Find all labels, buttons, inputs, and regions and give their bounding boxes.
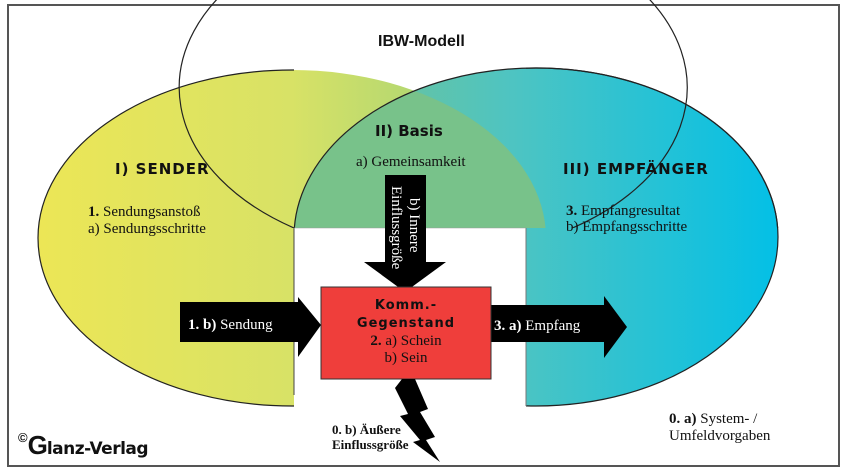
external-influence-lightning-icon	[395, 379, 440, 462]
sender-heading: I) SENDER	[115, 160, 210, 178]
copyright-symbol: ©	[18, 430, 28, 445]
sender-line2: a) Sendungsschritte	[88, 221, 206, 237]
receiver-line1: 3. Empfangresultat	[566, 203, 680, 220]
system-line1-text: System- /	[696, 411, 758, 427]
diagram-frame	[7, 4, 840, 467]
send-arrow-text: Sendung	[216, 317, 273, 333]
logo-text: lanz-Verlag	[46, 439, 149, 459]
center-line1-number: 2.	[370, 333, 382, 349]
publisher-logo: ©Glanz-Verlag	[18, 430, 149, 461]
center-heading-line2: Gegenstand	[356, 316, 456, 331]
center-heading-line1: Komm.-	[374, 298, 438, 313]
receive-arrow-text: Empfang	[521, 318, 581, 334]
receive-arrow-label: 3. a) Empfang	[494, 318, 580, 335]
center-line1: 2. a) Schein	[321, 333, 491, 350]
sender-line1-number: 1.	[88, 204, 100, 220]
basis-heading: II) Basis	[375, 122, 443, 140]
communication-object-box	[320, 286, 492, 380]
receiver-heading: III) EMPFÄNGER	[563, 160, 709, 178]
sender-line1: 1. Sendungsanstoß	[88, 204, 201, 221]
inner-influence-arrow	[364, 175, 446, 292]
system-line2: Umfeldvorgaben	[669, 428, 771, 444]
receiver-line1-number: 3.	[566, 203, 578, 219]
send-arrow-number: 1. b)	[188, 317, 217, 333]
sender-line1-text: Sendungsanstoß	[99, 204, 201, 220]
center-line1-text: a) Schein	[381, 333, 442, 349]
receiver-line2: b) Empfangsschritte	[566, 219, 688, 235]
receive-arrow-number: 3. a)	[494, 318, 522, 334]
basis-region	[294, 70, 546, 228]
external-influence-line1: 0. b) Äußere	[332, 422, 401, 437]
center-heading: Komm.- Gegenstand 2. a) Schein b) Sein	[321, 297, 491, 367]
inner-influence-label-line2: Einflussgröße	[388, 186, 404, 270]
send-arrow-label: 1. b) Sendung	[188, 317, 273, 334]
external-influence-line2: Einflussgröße	[332, 437, 409, 452]
system-line1: 0. a) System- /	[669, 411, 757, 428]
system-line1-number: 0. a)	[669, 411, 697, 427]
center-line2: b) Sein	[384, 350, 428, 366]
diagram-title: IBW-Modell	[378, 33, 465, 50]
logo-initial: G	[27, 430, 48, 460]
inner-influence-label-line1: b) Innere	[406, 198, 422, 253]
send-arrow	[180, 297, 321, 357]
receiver-line1-text: Empfangresultat	[577, 203, 681, 219]
basis-line1: a) Gemeinsamkeit	[356, 154, 466, 170]
receive-arrow	[487, 296, 627, 358]
